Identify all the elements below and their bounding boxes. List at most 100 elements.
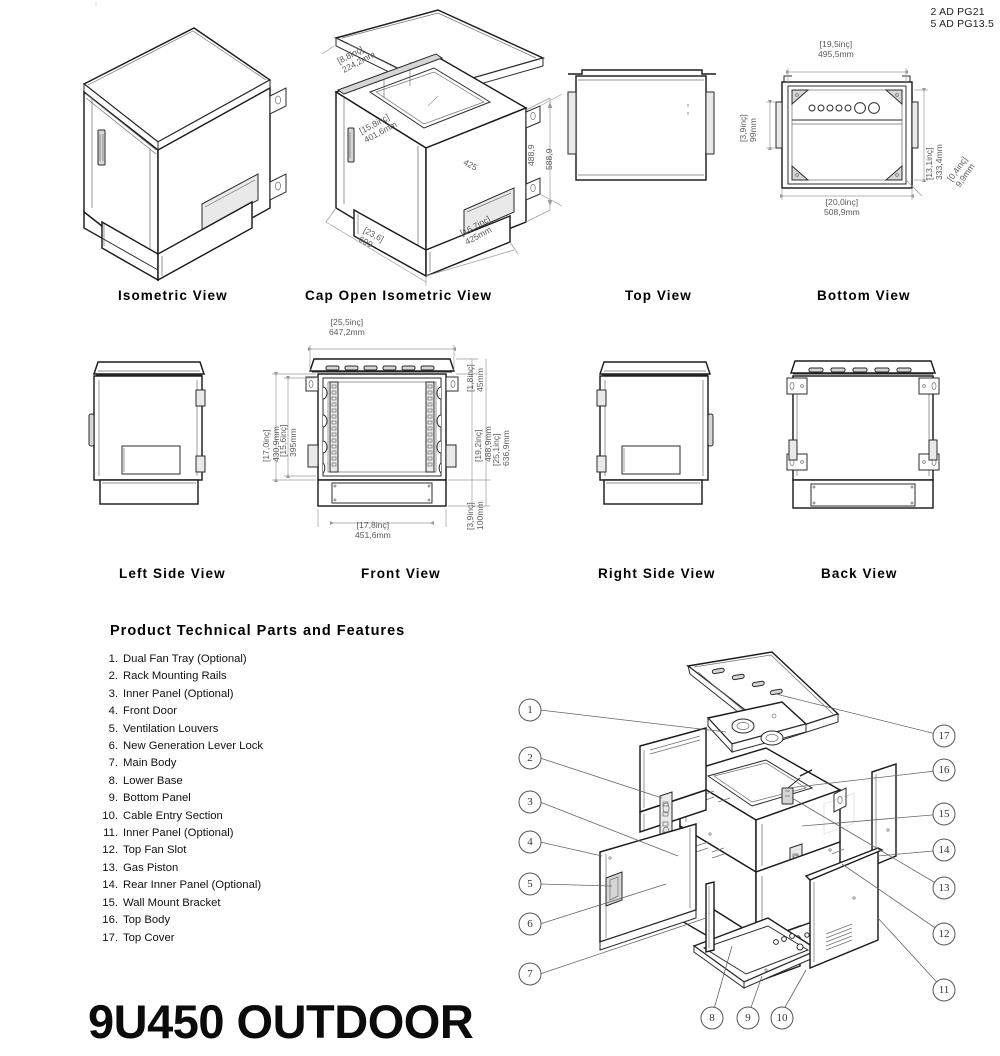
view-label-left-side: Left Side View [119, 566, 226, 581]
part-ventilation-louvers [705, 881, 715, 953]
part-label: Top Cover [123, 931, 175, 944]
dim-bottom-thickness: [0,4inç] 9,9mm [945, 154, 977, 189]
view-bottom [766, 68, 938, 203]
part-number: 2. [108, 670, 118, 683]
dim-cap-height-inner: 488,9 [526, 144, 536, 166]
view-label-cap-open-isometric: Cap Open Isometric View [305, 288, 493, 303]
callout-bubble[interactable]: 2 [518, 746, 542, 770]
dim-front-body-width: [17,8inç] 451,6mm [355, 520, 391, 540]
callout-text: 5 [527, 878, 533, 890]
callout-text: 15 [939, 808, 951, 820]
part-label: Main Body [123, 757, 177, 770]
dim-bottom-inner-width: [19,5inç] 495,5mm [818, 39, 854, 59]
part-item: 9. Bottom Panel [97, 790, 427, 807]
part-number: 9. [108, 792, 118, 805]
exploded-assembly-view: 1 2 3 4 5 6 7 8 9 [500, 650, 1000, 1050]
part-item: 1. Dual Fan Tray (Optional) [97, 651, 427, 668]
view-back [775, 358, 950, 533]
part-wall-mount-bracket [833, 787, 847, 813]
callout-bubble[interactable]: 6 [518, 912, 542, 936]
view-label-isometric: Isometric View [118, 288, 228, 303]
parts-list: 1. Dual Fan Tray (Optional) 2. Rack Moun… [97, 651, 427, 947]
dim-bottom-depth: [13,1inç] 333,4mm [924, 144, 944, 180]
callout-text: 12 [939, 928, 950, 940]
callout-bubble[interactable]: 10 [770, 1006, 794, 1030]
callout-text: 6 [527, 918, 533, 930]
callout-bubble[interactable]: 15 [932, 802, 956, 826]
callout-bubble[interactable]: 12 [932, 922, 956, 946]
corner-note: 2 AD PG21 5 AD PG13.5 [931, 6, 995, 30]
part-number: 5. [108, 722, 118, 735]
corner-note-line-2: 5 AD PG13.5 [930, 18, 994, 30]
part-label: Rack Mounting Rails [123, 670, 227, 683]
part-label: Top Body [123, 914, 171, 927]
callout-text: 10 [777, 1012, 789, 1024]
part-lever-lock [605, 871, 623, 907]
callout-text: 9 [745, 1012, 751, 1024]
dim-bottom-base: [3,9inç] 99mm [738, 114, 758, 142]
dim-bottom-outer-width: [20,0inç] 508,9mm [824, 197, 860, 217]
part-label: Dual Fan Tray (Optional) [123, 653, 247, 665]
part-inner-panel-right [804, 792, 884, 970]
part-label: Front Door [123, 705, 177, 718]
dim-front-cap-height: [1,8inç] 45mm [465, 364, 485, 392]
callout-text: 8 [709, 1012, 715, 1024]
parts-list-title: Product Technical Parts and Features [110, 623, 406, 639]
part-item: 4. Front Door [97, 703, 427, 720]
part-dual-fan-tray [706, 701, 808, 754]
callout-bubble[interactable]: 7 [518, 962, 542, 986]
dim-front-total-height: [25,1inç] 636,9mm [491, 430, 511, 466]
part-item: 16. Top Body [97, 912, 427, 929]
part-top-fan-slot [831, 848, 845, 855]
view-cap-open-isometric [318, 9, 563, 286]
part-label: Inner Panel (Optional) [123, 687, 234, 700]
callout-bubble[interactable]: 13 [932, 876, 956, 900]
callout-text: 3 [527, 796, 533, 808]
part-label: Ventilation Louvers [123, 722, 219, 735]
part-label: Inner Panel (Optional) [123, 827, 234, 840]
callout-bubble[interactable]: 9 [736, 1006, 760, 1030]
part-label: Lower Base [123, 774, 183, 787]
callout-bubble[interactable]: 11 [932, 978, 956, 1002]
callout-bubble[interactable]: 8 [700, 1006, 724, 1030]
callout-text: 11 [939, 984, 950, 996]
part-item: 12. Top Fan Slot [97, 842, 427, 859]
part-item: 11. Inner Panel (Optional) [97, 825, 427, 842]
callout-text: 13 [939, 882, 951, 894]
part-label: Top Fan Slot [123, 844, 187, 857]
part-label: New Generation Lever Lock [123, 740, 264, 753]
part-label: Rear Inner Panel (Optional) [123, 879, 262, 892]
part-item: 5. Ventilation Louvers [97, 721, 427, 738]
callout-bubble[interactable]: 4 [518, 830, 542, 854]
view-label-bottom: Bottom View [817, 288, 911, 303]
callout-bubble[interactable]: 16 [932, 758, 956, 782]
part-number: 6. [108, 740, 118, 753]
callout-text: 16 [939, 764, 951, 776]
part-number: 13. [102, 861, 118, 874]
view-right-side [594, 358, 734, 528]
part-label: Wall Mount Bracket [123, 896, 221, 909]
callout-bubble[interactable]: 14 [932, 838, 956, 862]
part-number: 15. [102, 896, 118, 909]
part-label: Cable Entry Section [123, 809, 223, 822]
part-number: 17. [102, 931, 118, 944]
callout-bubble[interactable]: 3 [518, 790, 542, 814]
part-rear-inner-panel [871, 762, 897, 868]
dim-front-rail-height: [15,6inç] 395mm [278, 424, 298, 458]
part-label: Bottom Panel [123, 792, 191, 805]
part-item: 15. Wall Mount Bracket [97, 895, 427, 912]
callout-bubble[interactable]: 5 [518, 872, 542, 896]
part-number: 12. [102, 844, 118, 857]
part-item: 10. Cable Entry Section [97, 808, 427, 825]
callout-bubble[interactable]: 17 [932, 724, 956, 748]
part-number: 11. [103, 827, 118, 840]
part-item: 2. Rack Mounting Rails [97, 668, 427, 685]
callout-text: 7 [527, 968, 533, 980]
view-isometric [62, 22, 292, 282]
callout-bubble[interactable]: 1 [518, 698, 542, 722]
callout-text: 17 [939, 730, 951, 742]
part-number: 14. [102, 879, 118, 892]
part-item: 13. Gas Piston [97, 860, 427, 877]
part-item: 8. Lower Base [97, 773, 427, 790]
